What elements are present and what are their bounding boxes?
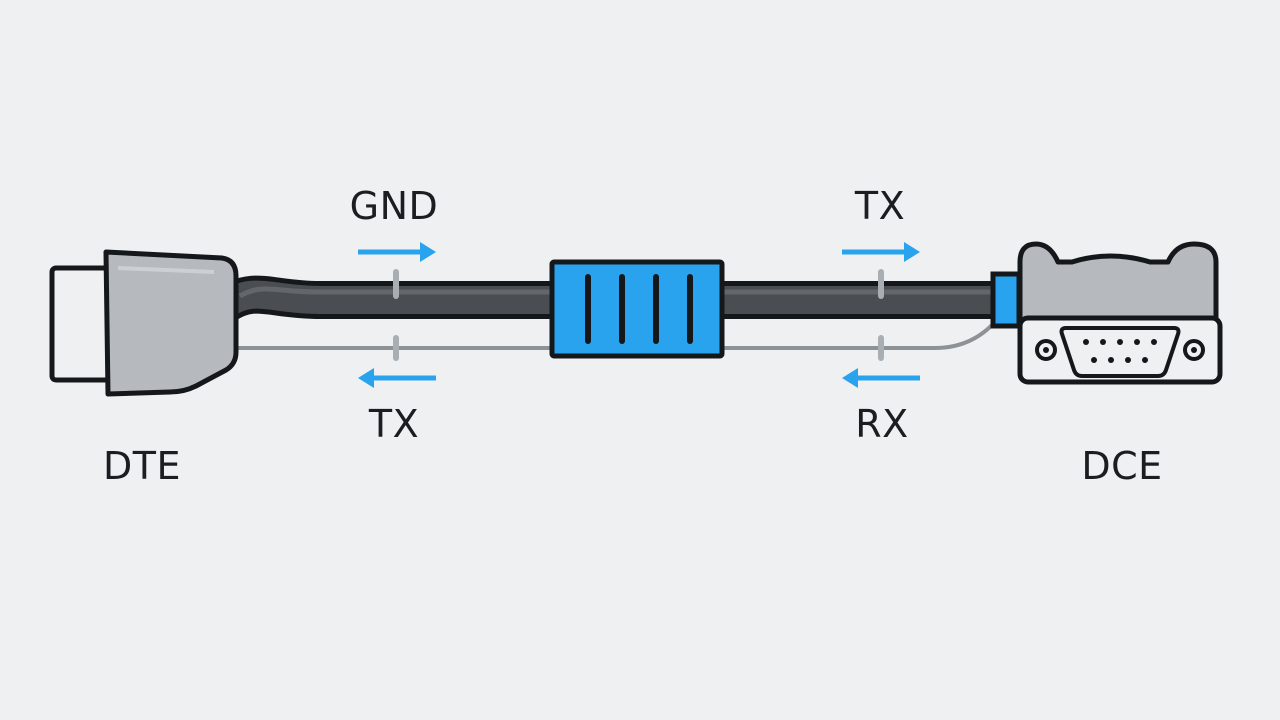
label-dte: DTE bbox=[103, 444, 181, 488]
label-dce: DCE bbox=[1081, 444, 1163, 488]
db9-serial-port-icon bbox=[990, 241, 1223, 385]
label-rx: RX bbox=[855, 402, 909, 446]
arrow-right-icon bbox=[842, 242, 920, 262]
arrow-left-icon bbox=[358, 368, 436, 388]
wire-tick-marks bbox=[393, 269, 884, 361]
label-tx-left: TX bbox=[368, 402, 420, 446]
ferrite-choke-icon bbox=[549, 259, 725, 359]
arrow-right-icon bbox=[358, 242, 436, 262]
label-tx-right: TX bbox=[854, 184, 906, 228]
main-cable-highlight bbox=[238, 286, 1000, 299]
arrow-left-icon bbox=[842, 368, 920, 388]
plug-connector-icon bbox=[49, 249, 239, 397]
label-gnd: GND bbox=[349, 184, 439, 228]
